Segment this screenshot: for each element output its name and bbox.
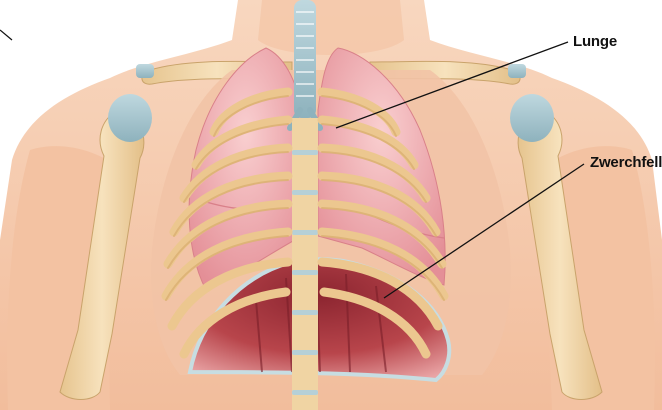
trachea	[294, 0, 316, 118]
lung-label: Lunge	[573, 33, 617, 50]
diaphragm-label: Zwerchfell	[590, 154, 662, 171]
right-shoulder-joint	[510, 94, 554, 142]
spine	[292, 118, 318, 410]
left-shoulder-joint	[108, 94, 152, 142]
